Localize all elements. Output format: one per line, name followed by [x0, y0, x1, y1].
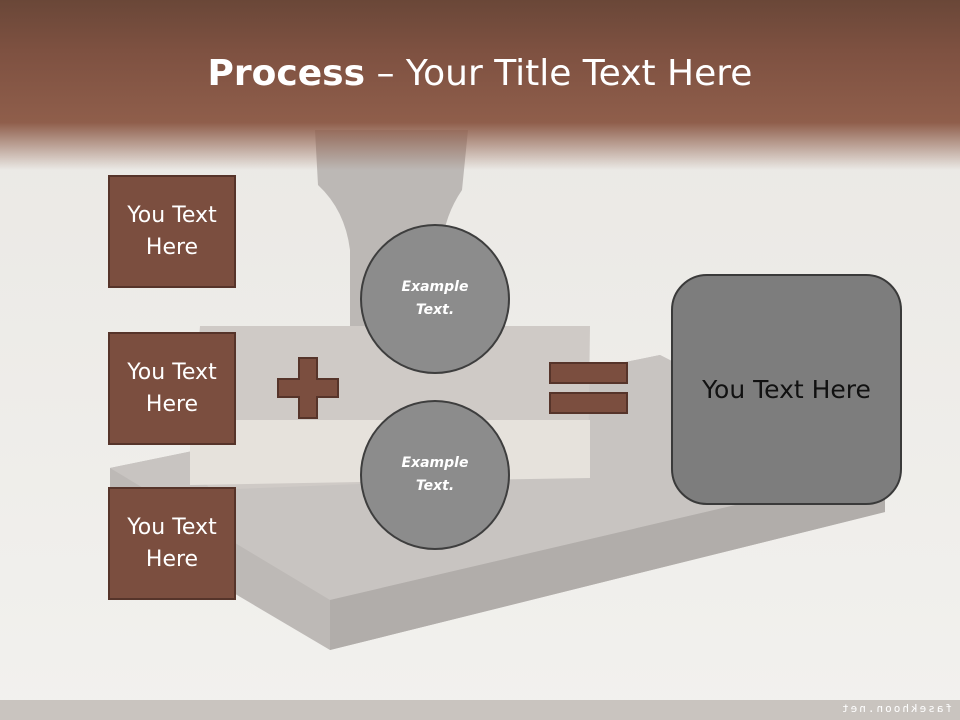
example-circle-2[interactable]: Example Text.	[360, 400, 510, 550]
title-rest: – Your Title Text Here	[365, 53, 753, 94]
circle-label: Example Text.	[401, 279, 469, 318]
footer-bar	[0, 700, 960, 720]
text-box-2[interactable]: You Text Here	[108, 332, 236, 445]
equals-icon	[549, 362, 628, 414]
watermark: fasekhoon.net	[839, 702, 952, 715]
result-label: You Text Here	[702, 375, 871, 404]
text-box-label: You Text Here	[127, 359, 217, 417]
circle-label: Example Text.	[401, 455, 469, 494]
page-title: Process – Your Title Text Here	[0, 52, 960, 96]
text-box-label: You Text Here	[127, 514, 217, 572]
plus-icon	[277, 357, 339, 419]
header-band	[0, 0, 960, 170]
text-box-3[interactable]: You Text Here	[108, 487, 236, 600]
result-box[interactable]: You Text Here	[671, 274, 902, 505]
text-box-1[interactable]: You Text Here	[108, 175, 236, 288]
title-bold: Process	[207, 53, 366, 94]
example-circle-1[interactable]: Example Text.	[360, 224, 510, 374]
text-box-label: You Text Here	[127, 202, 217, 260]
